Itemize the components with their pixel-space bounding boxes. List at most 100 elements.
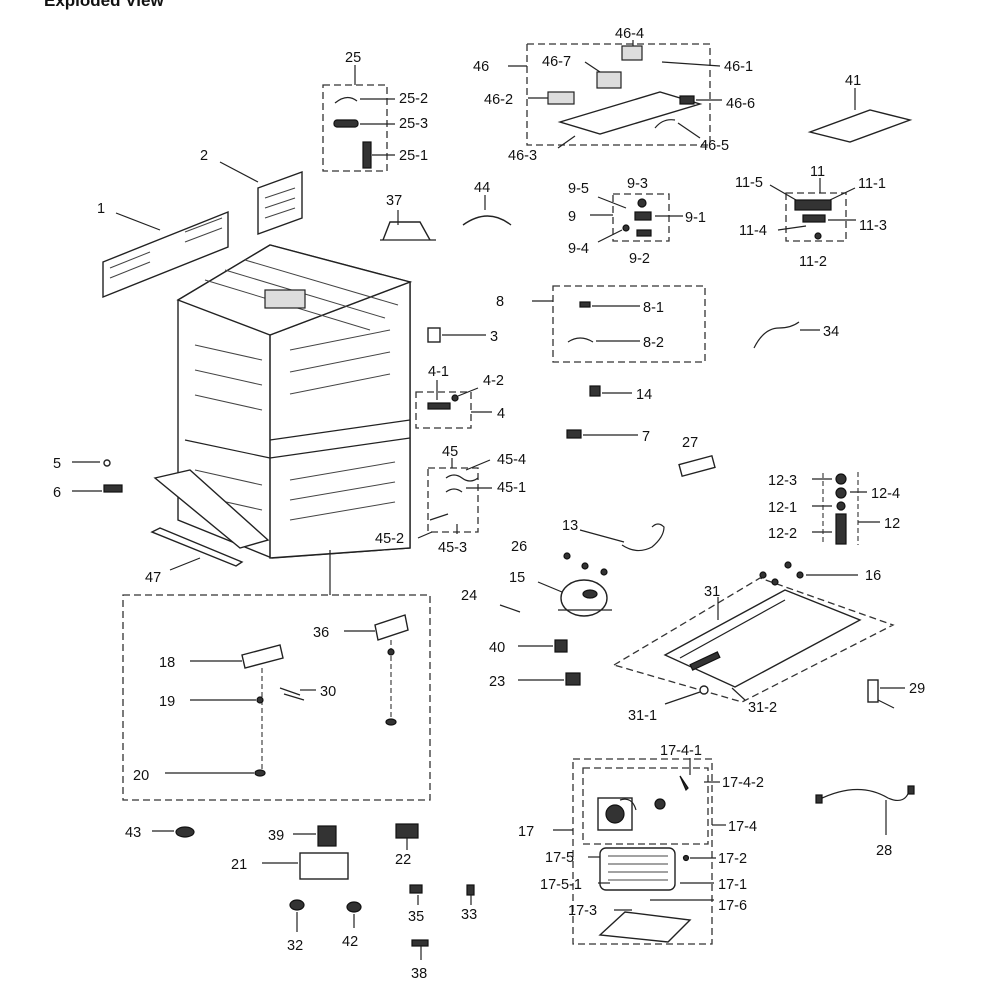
- part-41-duct: [807, 109, 913, 143]
- label-25: 25: [345, 50, 361, 66]
- label-39: 39: [268, 828, 284, 844]
- label-11: 11: [810, 164, 825, 180]
- label-37: 37: [386, 193, 402, 209]
- label-17-4-2: 17-4-2: [722, 775, 764, 791]
- label-45: 45: [442, 444, 458, 460]
- label-45-2: 45-2: [375, 531, 404, 547]
- label-9-3: 9-3: [627, 176, 648, 192]
- label-17-4-1: 17-4-1: [660, 743, 702, 759]
- part-31-base-plate: [663, 589, 862, 688]
- label-41: 41: [845, 73, 861, 89]
- label-19: 19: [159, 694, 175, 710]
- label-46-2: 46-2: [484, 92, 513, 108]
- label-8-1: 8-1: [643, 300, 664, 316]
- label-3: 3: [490, 329, 498, 345]
- label-11-2: 11-2: [799, 254, 827, 270]
- label-17-6: 17-6: [718, 898, 747, 914]
- label-21: 21: [231, 857, 247, 873]
- label-45-3: 45-3: [438, 540, 467, 556]
- label-11-3: 11-3: [859, 218, 887, 234]
- label-17-1: 17-1: [718, 877, 747, 893]
- label-9-1: 9-1: [685, 210, 706, 226]
- label-25-2: 25-2: [399, 91, 428, 107]
- label-9-5: 9-5: [568, 181, 589, 197]
- label-27: 27: [682, 435, 698, 451]
- label-43: 43: [125, 825, 141, 841]
- label-42: 42: [342, 934, 358, 950]
- label-32: 32: [287, 938, 303, 954]
- label-20: 20: [133, 768, 149, 784]
- label-46: 46: [473, 59, 489, 75]
- label-14: 14: [636, 387, 652, 403]
- label-15: 15: [509, 570, 525, 586]
- label-2: 2: [200, 148, 208, 164]
- label-26: 26: [511, 539, 527, 555]
- label-46-3: 46-3: [508, 148, 537, 164]
- diagram-title: Exploded View: [44, 0, 164, 10]
- label-46-5: 46-5: [700, 138, 729, 154]
- part-17-3-drain-tray: [598, 911, 692, 943]
- label-29: 29: [909, 681, 925, 697]
- label-11-1: 11-1: [858, 176, 886, 192]
- label-9-2: 9-2: [629, 251, 650, 267]
- part-44-handle: [462, 215, 512, 226]
- label-12-2: 12-2: [768, 526, 797, 542]
- label-45-4: 45-4: [497, 452, 526, 468]
- label-24: 24: [461, 588, 477, 604]
- label-11-5: 11-5: [735, 175, 763, 191]
- part-37-bracket: [380, 221, 436, 241]
- label-5: 5: [53, 456, 61, 472]
- part-1-rear-cover: [102, 210, 229, 299]
- label-4-1: 4-1: [428, 364, 449, 380]
- label-17-2: 17-2: [718, 851, 747, 867]
- label-9: 9: [568, 209, 576, 225]
- label-12-4: 12-4: [871, 486, 900, 502]
- label-6: 6: [53, 485, 61, 501]
- label-4: 4: [497, 406, 505, 422]
- label-11-4: 11-4: [739, 223, 767, 239]
- label-17-4: 17-4: [728, 819, 757, 835]
- label-38: 38: [411, 966, 427, 982]
- label-13: 13: [562, 518, 578, 534]
- label-17-3: 17-3: [568, 903, 597, 919]
- part-17-5-evaporator: [599, 847, 676, 891]
- label-4-2: 4-2: [483, 373, 504, 389]
- label-25-3: 25-3: [399, 116, 428, 132]
- part-47-rail: [150, 527, 244, 567]
- part-36-hinge: [374, 614, 409, 641]
- label-40: 40: [489, 640, 505, 656]
- label-8: 8: [496, 294, 504, 310]
- label-46-7: 46-7: [542, 54, 571, 70]
- label-45-1: 45-1: [497, 480, 526, 496]
- label-17-5-1: 17-5-1: [540, 877, 582, 893]
- label-30: 30: [320, 684, 336, 700]
- label-46-6: 46-6: [726, 96, 755, 112]
- label-17: 17: [518, 824, 534, 840]
- part-15-compressor: [558, 579, 612, 617]
- label-34: 34: [823, 324, 839, 340]
- label-46-4: 46-4: [615, 26, 644, 42]
- label-46-1: 46-1: [724, 59, 753, 75]
- label-47: 47: [145, 570, 161, 586]
- label-16: 16: [865, 568, 881, 584]
- part-18-hinge: [241, 644, 284, 669]
- label-9-4: 9-4: [568, 241, 589, 257]
- label-31-1: 31-1: [628, 708, 657, 724]
- label-25-1: 25-1: [399, 148, 428, 164]
- label-8-2: 8-2: [643, 335, 664, 351]
- label-22: 22: [395, 852, 411, 868]
- label-18: 18: [159, 655, 175, 671]
- label-12-1: 12-1: [768, 500, 797, 516]
- cabinet-part: [176, 244, 413, 559]
- label-31: 31: [704, 584, 720, 600]
- label-23: 23: [489, 674, 505, 690]
- label-36: 36: [313, 625, 329, 641]
- label-12-3: 12-3: [768, 473, 797, 489]
- label-44: 44: [474, 180, 490, 196]
- label-7: 7: [642, 429, 650, 445]
- label-1: 1: [97, 201, 105, 217]
- base-drawer-frame-part: [153, 469, 270, 549]
- label-12: 12: [884, 516, 900, 532]
